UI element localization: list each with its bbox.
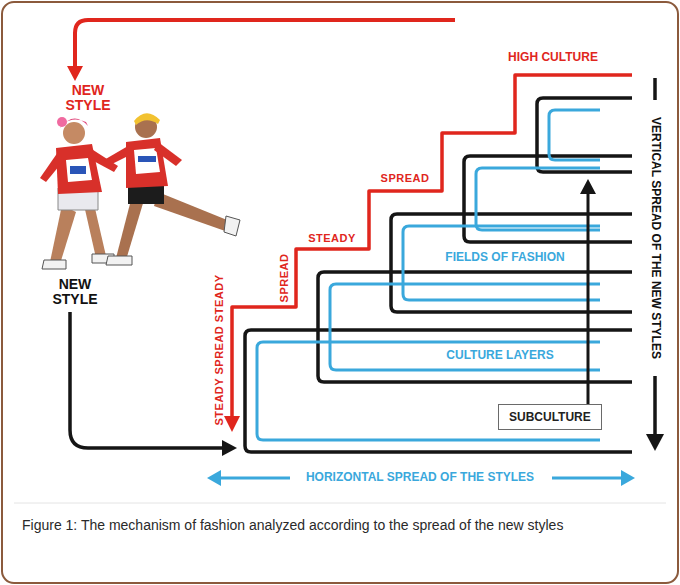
sneaker bbox=[224, 216, 240, 236]
layer-bracket bbox=[464, 156, 632, 242]
diagram-label: VERTICAL SPREAD OF THE NEW STYLES bbox=[648, 117, 661, 359]
horizontal-spread-arrow bbox=[218, 477, 290, 480]
arm bbox=[40, 152, 64, 182]
diagram-label: HORIZONTAL SPREAD OF THE STYLES bbox=[302, 471, 538, 484]
leg bbox=[50, 205, 76, 264]
jacket-stripe bbox=[70, 166, 86, 174]
jacket-panel bbox=[134, 148, 160, 174]
field-bracket bbox=[330, 284, 600, 370]
vertical-spread-arrow bbox=[653, 78, 657, 100]
dancers-illustration bbox=[40, 113, 240, 269]
caption-divider bbox=[14, 503, 666, 504]
horizontal-spread-arrow bbox=[552, 477, 624, 480]
arrow-head bbox=[207, 470, 221, 486]
figure-caption: Figure 1: The mechanism of fashion analy… bbox=[22, 516, 658, 535]
jacket-stripe bbox=[138, 156, 156, 162]
high-culture-arrow bbox=[75, 20, 455, 68]
jacket-panel bbox=[66, 158, 92, 182]
leg bbox=[154, 192, 232, 232]
field-bracket bbox=[403, 226, 600, 300]
steady-spread-stairs bbox=[232, 75, 632, 418]
diagram-label: HIGH CULTURE bbox=[508, 51, 598, 64]
leg bbox=[116, 196, 144, 260]
culture-layer-brackets bbox=[245, 98, 632, 452]
leg bbox=[84, 204, 106, 258]
arrow-head bbox=[646, 434, 664, 451]
diagram-label: NEW STYLE bbox=[47, 277, 103, 306]
field-bracket bbox=[549, 110, 600, 160]
diagram-label: STEADY SPREAD STEADY bbox=[213, 275, 225, 426]
field-bracket bbox=[476, 168, 600, 230]
arrow-head bbox=[580, 179, 596, 194]
diagram-label: STEADY bbox=[308, 232, 356, 244]
diagram-label: CULTURE LAYERS bbox=[442, 349, 557, 362]
arrow-head bbox=[67, 66, 83, 81]
diagram-label: SPREAD bbox=[381, 172, 430, 184]
fashion-field-brackets bbox=[257, 110, 600, 440]
new-style-arrow bbox=[70, 312, 224, 448]
layer-bracket bbox=[318, 272, 632, 382]
cap bbox=[134, 113, 160, 125]
diagram-label: NEW STYLE bbox=[60, 83, 116, 112]
diagram-label: SPREAD bbox=[278, 254, 290, 303]
head bbox=[63, 122, 85, 144]
diagram-label: FIELDS OF FASHION bbox=[441, 251, 568, 264]
sneaker bbox=[106, 256, 132, 265]
hat-bobble bbox=[57, 117, 67, 127]
box-label: SUBCULTURE bbox=[509, 410, 591, 424]
layer-bracket bbox=[245, 330, 632, 452]
arm bbox=[104, 146, 132, 166]
arrow-head bbox=[222, 440, 237, 456]
arrow-head bbox=[224, 416, 240, 432]
subculture-box: SUBCULTURE bbox=[498, 404, 602, 430]
layer-bracket bbox=[537, 98, 632, 172]
vertical-spread-arrow bbox=[653, 376, 657, 436]
arm bbox=[154, 142, 182, 166]
sneaker bbox=[42, 260, 66, 269]
subculture-rise-arrow bbox=[587, 192, 590, 404]
arrow-head bbox=[621, 470, 635, 486]
